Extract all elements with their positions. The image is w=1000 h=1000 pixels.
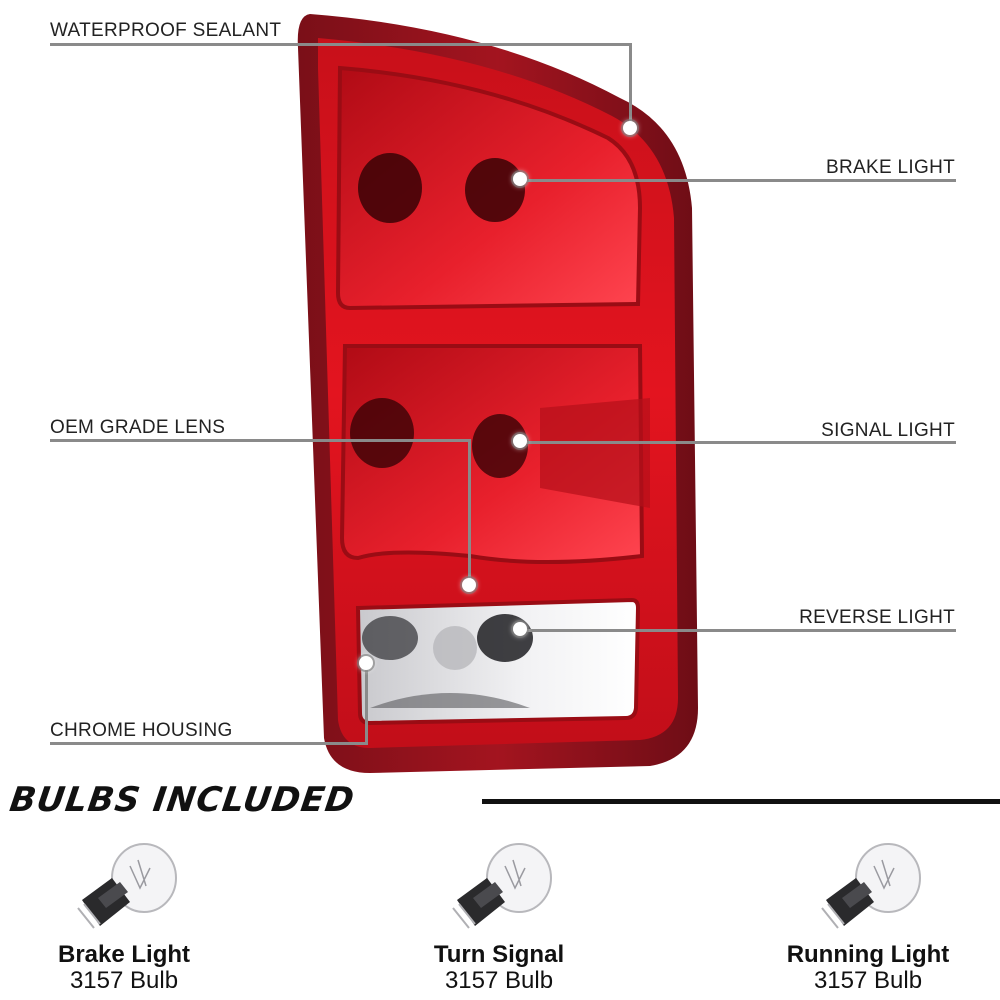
bulb-name: Turn Signal bbox=[433, 941, 565, 968]
bulb-3157-icon bbox=[452, 843, 552, 929]
bulb-3157-icon bbox=[821, 843, 921, 929]
callout-line-oem-grade-lens bbox=[50, 439, 471, 442]
bulb-name: Brake Light bbox=[57, 941, 191, 968]
bulb-item-running-light: Running Light 3157 Bulb bbox=[758, 838, 978, 994]
callout-line-reverse-light bbox=[520, 629, 956, 632]
callout-label-brake-light: BRAKE LIGHT bbox=[826, 157, 955, 178]
callout-dot-brake-light bbox=[513, 172, 527, 186]
section-heading-bulbs-included: BULBS INCLUDED bbox=[7, 780, 358, 820]
bulb-type: 3157 Bulb bbox=[444, 967, 554, 994]
callout-label-signal-light: SIGNAL LIGHT bbox=[821, 420, 955, 441]
tail-light-assembly-image bbox=[297, 14, 698, 773]
callout-dot-signal-light bbox=[513, 434, 527, 448]
callout-label-chrome-housing: CHROME HOUSING bbox=[50, 720, 233, 741]
bulb-item-brake-light: Brake Light 3157 Bulb bbox=[14, 838, 234, 994]
callout-line-waterproof-sealant bbox=[50, 43, 632, 46]
callout-label-waterproof-sealant: WATERPROOF SEALANT bbox=[50, 20, 282, 41]
callout-label-reverse-light: REVERSE LIGHT bbox=[799, 607, 955, 628]
callout-line-signal-light bbox=[520, 441, 956, 444]
callout-label-oem-grade-lens: OEM GRADE LENS bbox=[50, 417, 226, 438]
callout-dot-reverse-light bbox=[513, 622, 527, 636]
bulb-item-turn-signal: Turn Signal 3157 Bulb bbox=[389, 838, 609, 994]
callout-dot-waterproof-sealant bbox=[623, 121, 637, 135]
callout-line-brake-light bbox=[520, 179, 956, 182]
callout-line-waterproof-sealant-drop bbox=[629, 43, 632, 128]
heading-divider bbox=[482, 799, 1000, 804]
bulb-name: Running Light bbox=[786, 941, 950, 968]
callout-dot-oem-grade-lens bbox=[462, 578, 476, 592]
bulb-3157-icon bbox=[77, 843, 177, 929]
bulb-type: 3157 Bulb bbox=[813, 967, 923, 994]
callout-line-chrome-housing-rise bbox=[365, 663, 368, 745]
callout-line-oem-grade-lens-drop bbox=[468, 439, 471, 579]
callout-line-chrome-housing bbox=[50, 742, 368, 745]
bulb-type: 3157 Bulb bbox=[69, 967, 179, 994]
callout-dot-chrome-housing bbox=[359, 656, 373, 670]
